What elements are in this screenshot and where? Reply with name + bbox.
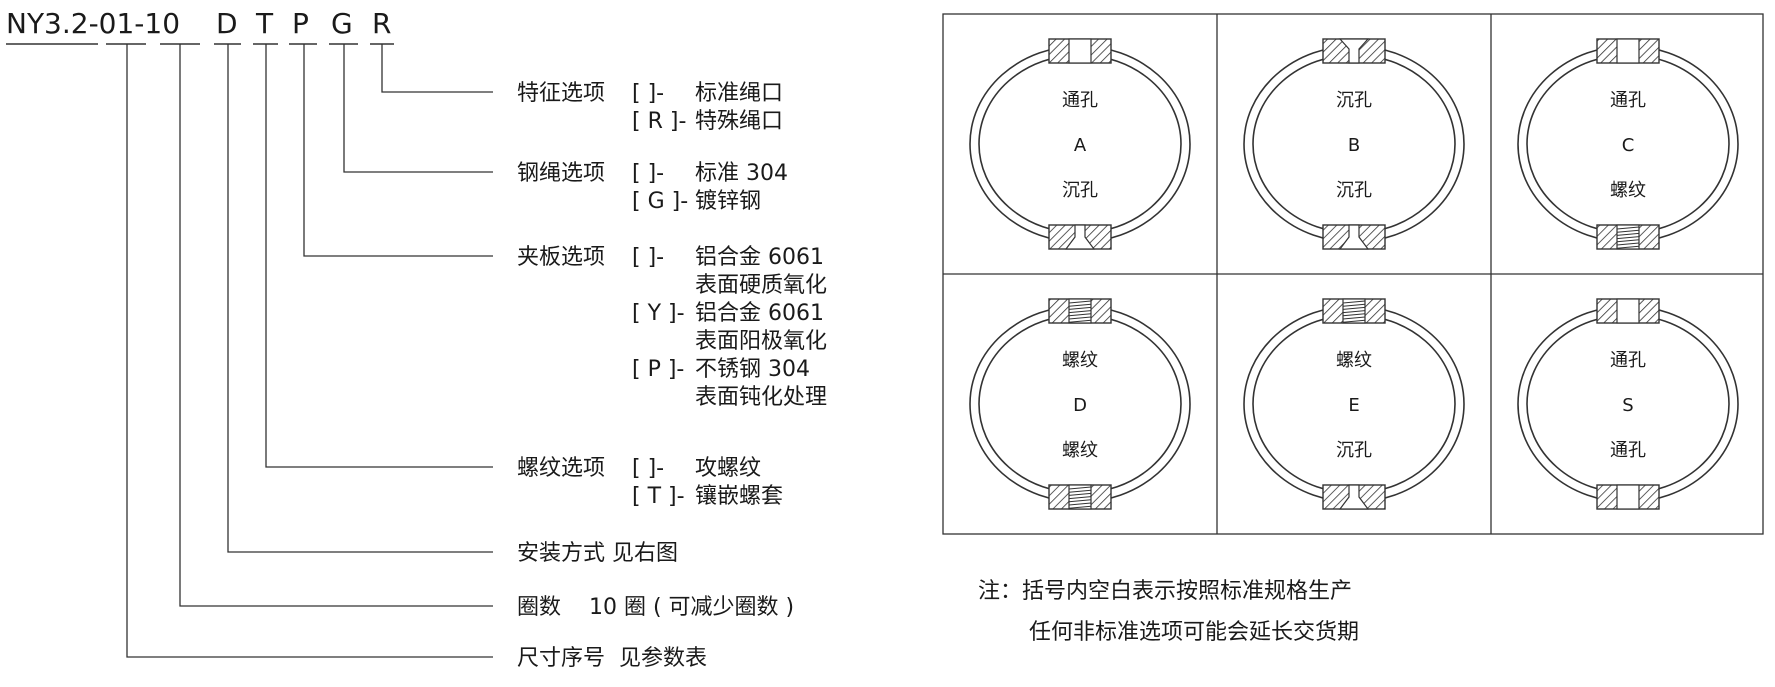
cell-letter: E: [1348, 395, 1359, 416]
cell-3-bottom-block: [1048, 484, 1112, 510]
thread-bracket-2: [ T ]-: [632, 484, 685, 509]
code-segment-r: R: [372, 7, 391, 40]
note: 注：括号内空白表示按照标准规格生产 任何非标准选项可能会延长交货期: [978, 579, 1359, 645]
cell-bottom-label: 通孔: [1610, 440, 1646, 461]
cell-0-bottom-block: [1048, 224, 1112, 250]
cell-top-label: 沉孔: [1336, 90, 1372, 111]
mount-cell-e: 螺纹 E 沉孔: [1243, 298, 1465, 510]
rope-bracket-1: [ ]-: [632, 161, 664, 186]
size-label: 尺寸序号 见参数表: [517, 646, 707, 671]
leader-thread: [265, 44, 493, 468]
cell-letter: B: [1348, 135, 1360, 156]
code-segment-p: P: [292, 7, 309, 40]
code-segment-t: T: [255, 7, 274, 40]
plate-text-1: 铝合金 6061: [695, 245, 824, 270]
plate-bracket-1: [ ]-: [632, 245, 664, 270]
thread-bracket-1: [ ]-: [632, 456, 664, 481]
cell-letter: C: [1622, 135, 1635, 156]
plate-bracket-3: [ P ]-: [632, 357, 684, 382]
feature-text-1: 标准绳口: [695, 81, 783, 106]
plate-sub-3: 表面钝化处理: [695, 385, 827, 410]
cell-4-bottom-block: [1322, 484, 1386, 510]
rope-text-2: 镀锌钢: [695, 189, 761, 214]
mount-cell-d: 螺纹 D 螺纹: [969, 298, 1191, 510]
cell-letter: S: [1622, 395, 1633, 416]
cell-bottom-label: 沉孔: [1336, 440, 1372, 461]
leader-mount: [227, 44, 493, 553]
mount-cell-c: 通孔 C 螺纹: [1517, 38, 1739, 250]
thread-text-2: 镶嵌螺套: [695, 484, 783, 509]
cell-2-top-block: [1596, 38, 1660, 64]
plate-title: 夹板选项: [517, 245, 605, 270]
rope-bracket-2: [ G ]-: [632, 189, 688, 214]
cell-5-bottom-block: [1596, 484, 1660, 510]
leader-plate: [303, 44, 493, 257]
cell-top-label: 螺纹: [1336, 350, 1372, 371]
cell-2-bottom-block: [1596, 224, 1660, 250]
ordering-code: NY3.2-01-10 D T P G R: [6, 7, 394, 45]
cell-1-bottom-block: [1322, 224, 1386, 250]
cell-bottom-label: 沉孔: [1336, 180, 1372, 201]
feature-title: 特征选项: [517, 81, 605, 106]
feature-text-2: 特殊绳口: [695, 109, 783, 134]
turns-label: 圈数 10 圈 ( 可减少圈数 ): [517, 595, 794, 620]
leader-rope: [343, 44, 493, 173]
note-line-2: 任何非标准选项可能会延长交货期: [1029, 620, 1359, 645]
cell-4-top-block: [1322, 298, 1386, 324]
code-segment-d: D: [216, 7, 238, 40]
plate-bracket-2: [ Y ]-: [632, 301, 685, 326]
cell-letter: A: [1074, 135, 1087, 156]
cell-letter: D: [1073, 395, 1087, 416]
thread-options: 螺纹选项 [ ]- 攻螺纹 [ T ]- 镶嵌螺套: [517, 456, 783, 509]
cell-0-top-block: [1048, 38, 1112, 64]
code-segment-base: NY3.2-01-10: [6, 7, 180, 40]
feature-options: 特征选项 [ ]- 标准绳口 [ R ]- 特殊绳口: [517, 81, 783, 134]
mount-cell-s: 通孔 S 通孔: [1517, 298, 1739, 510]
thread-title: 螺纹选项: [517, 456, 605, 481]
cell-bottom-label: 沉孔: [1062, 180, 1098, 201]
rope-options: 钢绳选项 [ ]- 标准 304 [ G ]- 镀锌钢: [517, 161, 788, 214]
feature-bracket-2: [ R ]-: [632, 109, 686, 134]
cell-top-label: 通孔: [1610, 350, 1646, 371]
leader-turns: [179, 44, 493, 607]
plate-text-3: 不锈钢 304: [695, 357, 810, 382]
plate-text-2: 铝合金 6061: [695, 301, 824, 326]
leader-feature: [381, 44, 493, 93]
plate-sub-2: 表面阳极氧化: [695, 329, 827, 354]
leader-size: [126, 44, 493, 658]
cell-5-top-block: [1596, 298, 1660, 324]
leader-lines: [126, 44, 493, 658]
note-line-1: 注：括号内空白表示按照标准规格生产: [978, 579, 1352, 604]
cell-3-top-block: [1048, 298, 1112, 324]
cell-top-label: 通孔: [1062, 90, 1098, 111]
mount-cell-b: 沉孔 B 沉孔: [1243, 38, 1465, 250]
cell-bottom-label: 螺纹: [1610, 180, 1646, 201]
thread-text-1: 攻螺纹: [695, 456, 761, 481]
mount-label: 安装方式 见右图: [517, 541, 678, 566]
cell-1-top-block: [1322, 38, 1386, 64]
mount-cell-a: 通孔 A 沉孔: [969, 38, 1191, 250]
rope-title: 钢绳选项: [517, 161, 605, 186]
code-segment-g: G: [331, 7, 353, 40]
plate-options: 夹板选项 [ ]- 铝合金 6061 表面硬质氧化 [ Y ]- 铝合金 606…: [517, 245, 827, 410]
feature-bracket-1: [ ]-: [632, 81, 664, 106]
rope-text-1: 标准 304: [695, 161, 788, 186]
cell-top-label: 螺纹: [1062, 350, 1098, 371]
cell-bottom-label: 螺纹: [1062, 440, 1098, 461]
plate-sub-1: 表面硬质氧化: [695, 273, 827, 298]
cell-top-label: 通孔: [1610, 90, 1646, 111]
